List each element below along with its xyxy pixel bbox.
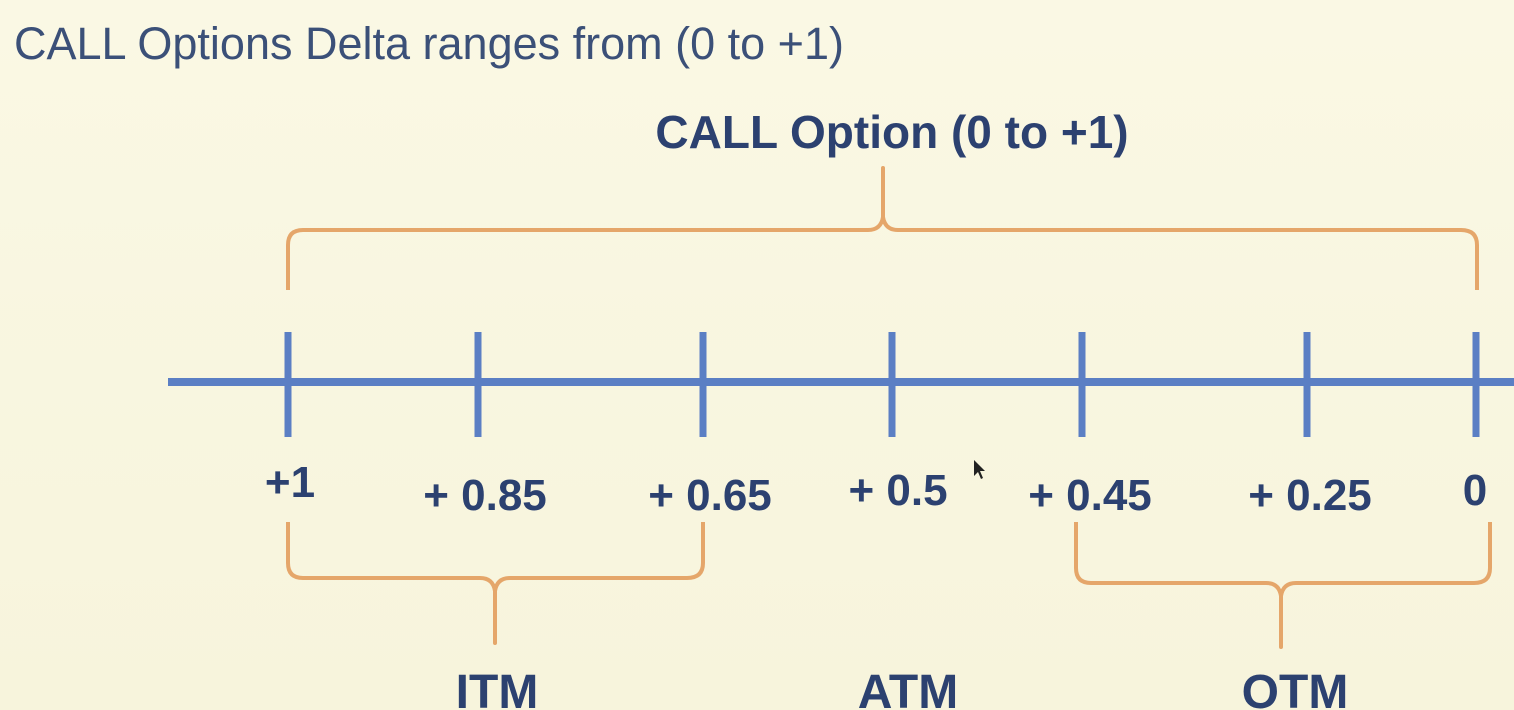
- slide-title: CALL Options Delta ranges from (0 to +1): [14, 18, 844, 69]
- itm-label: ITM: [456, 666, 539, 710]
- tick-label: +1: [265, 458, 315, 507]
- tick-marks: [284, 332, 1480, 437]
- call-range-label: CALL Option (0 to +1): [655, 106, 1128, 158]
- itm-brace: [286, 522, 705, 645]
- atm-label: ATM: [858, 666, 958, 710]
- mouse-cursor-icon: [974, 460, 985, 479]
- tick-label: + 0.85: [423, 471, 547, 520]
- tick-label: + 0.25: [1248, 471, 1372, 520]
- tick-label: + 0.45: [1028, 471, 1152, 520]
- tick-label: 0: [1463, 466, 1487, 515]
- otm-label: OTM: [1242, 666, 1349, 710]
- otm-brace: [1074, 522, 1492, 649]
- tick-label: + 0.65: [648, 471, 772, 520]
- call-range-brace: [286, 166, 1479, 290]
- tick-label: + 0.5: [848, 466, 947, 515]
